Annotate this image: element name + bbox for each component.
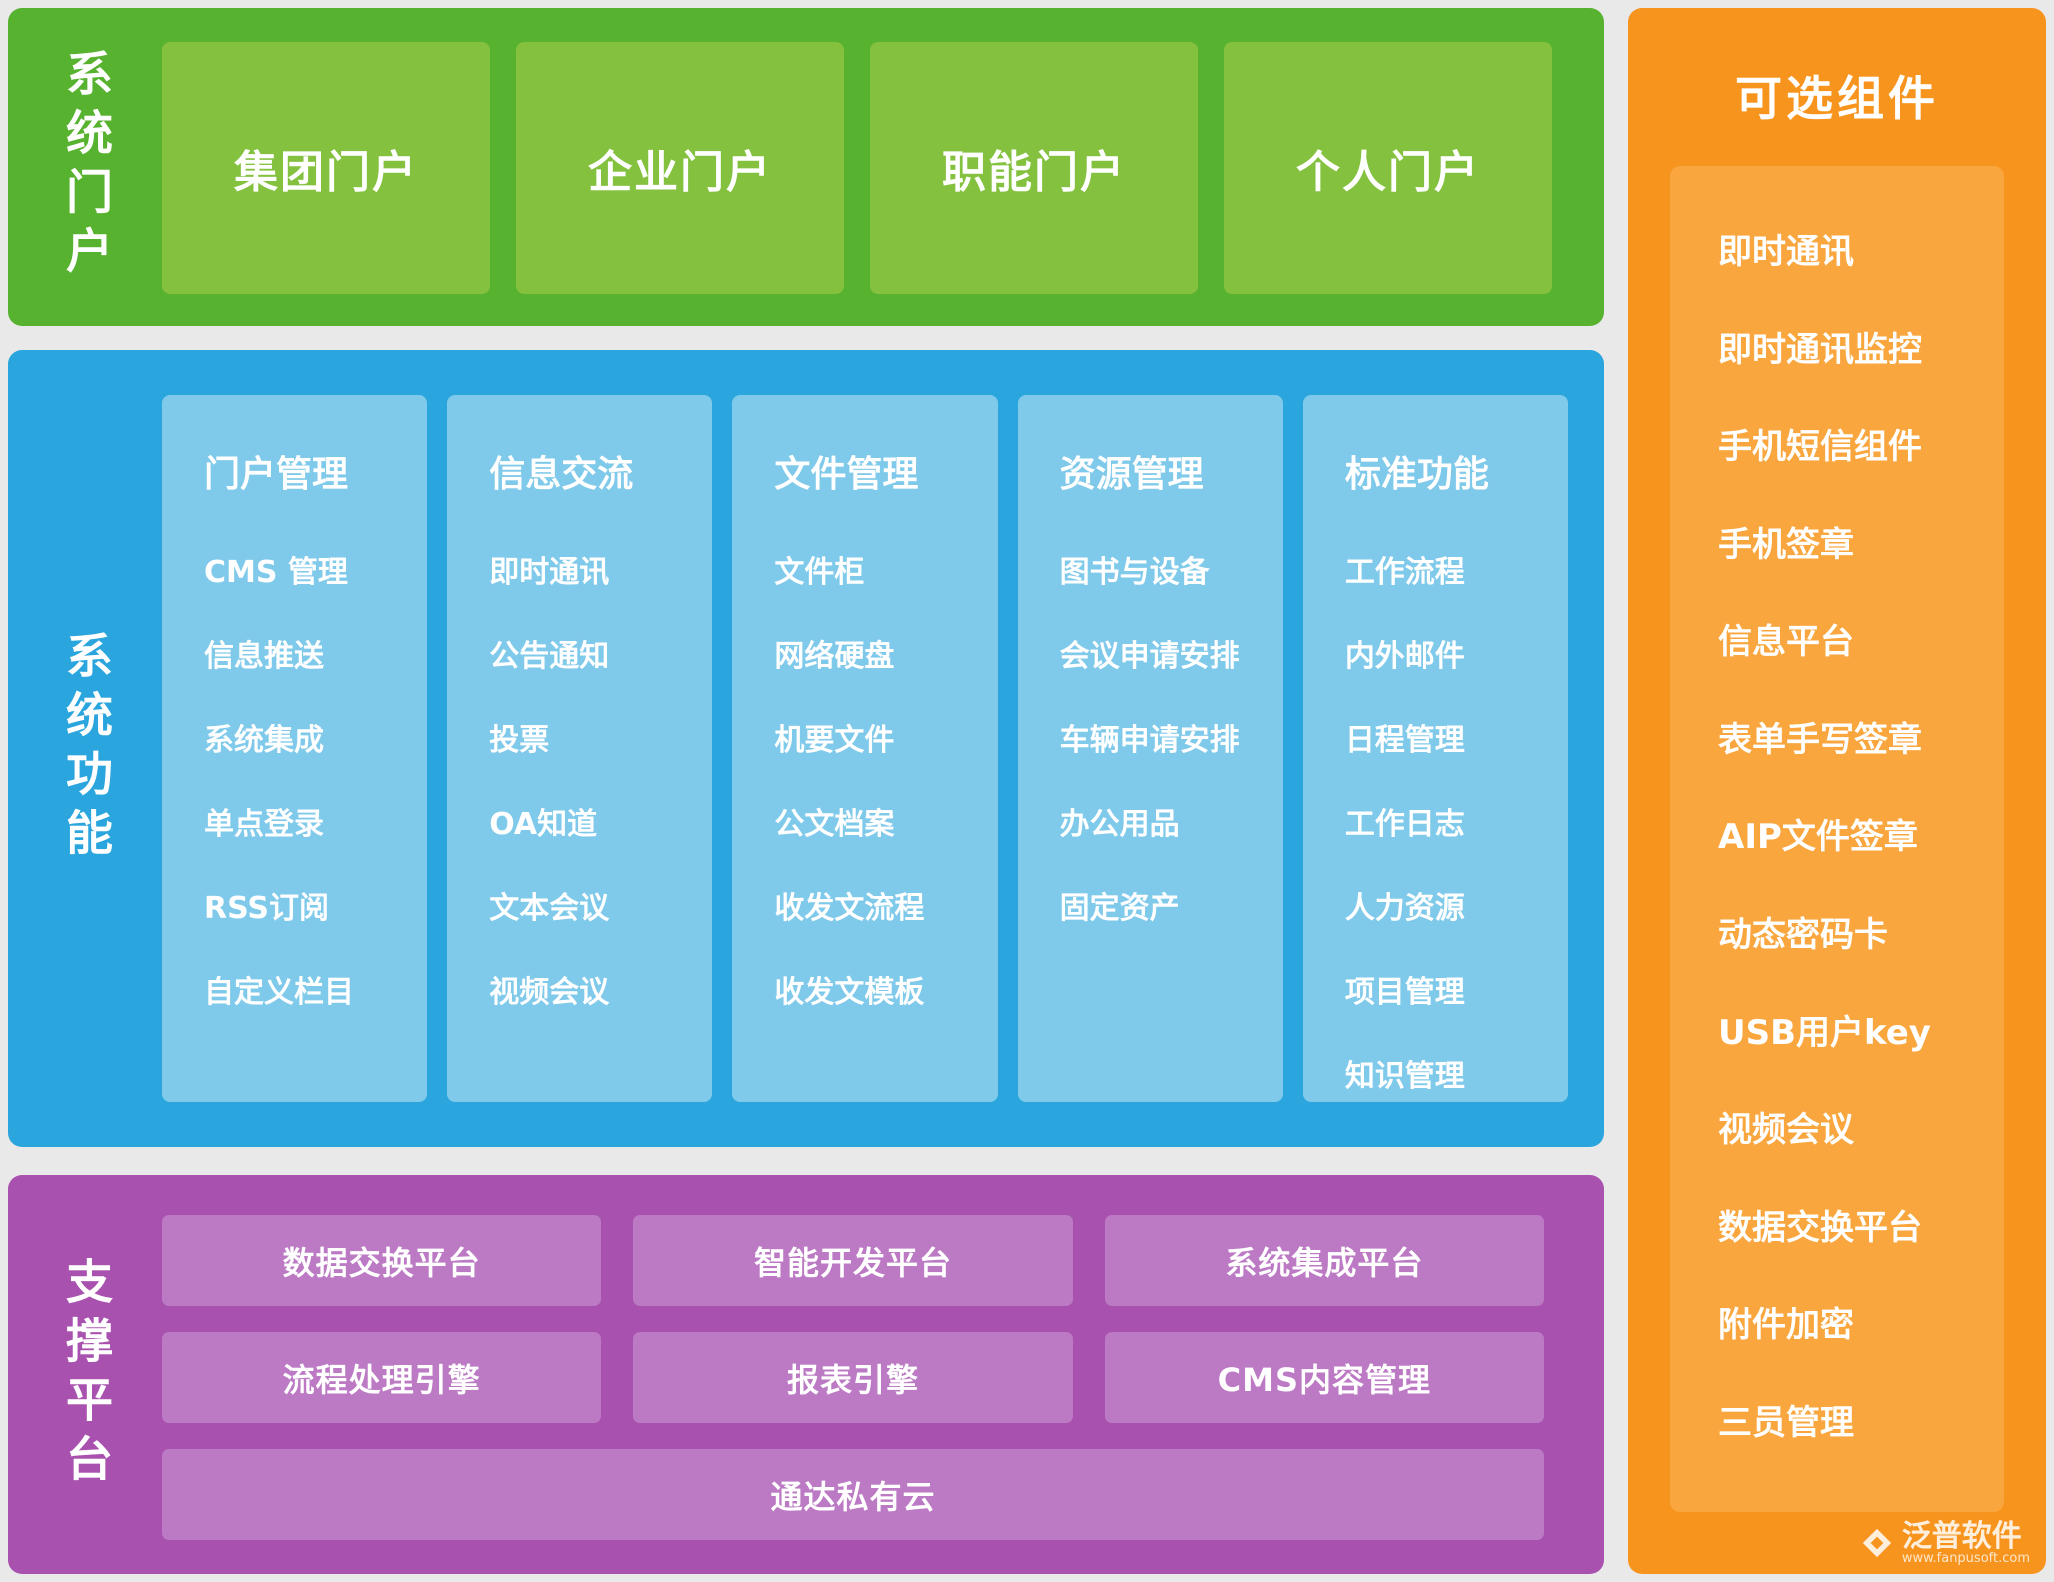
portal-item-enterprise: 企业门户 bbox=[516, 42, 844, 294]
function-item: 系统集成 bbox=[204, 723, 324, 758]
function-item: 图书与设备 bbox=[1059, 555, 1210, 590]
function-column-standard: 标准功能 工作流程 内外邮件 日程管理 工作日志 人力资源 项目管理 知识管理 bbox=[1302, 395, 1569, 1102]
platform-item-dev-platform: 智能开发平台 bbox=[633, 1215, 1073, 1306]
function-item: 公告通知 bbox=[489, 639, 610, 674]
platform-row: 流程处理引擎 报表引擎 CMS内容管理 bbox=[162, 1332, 1544, 1423]
portal-item-personal: 个人门户 bbox=[1224, 42, 1552, 294]
function-item: 投票 bbox=[489, 723, 550, 758]
function-column-resource-mgmt: 资源管理 图书与设备 会议申请安排 车辆申请安排 办公用品 固定资产 bbox=[1017, 395, 1283, 1102]
portal-item-group: 集团门户 bbox=[162, 42, 490, 294]
function-item: 信息推送 bbox=[204, 639, 324, 674]
watermark-url: www.fanpusoft.com bbox=[1901, 1551, 2030, 1567]
function-item: 网络硬盘 bbox=[774, 639, 895, 674]
platform-item-cms: CMS内容管理 bbox=[1104, 1332, 1544, 1423]
function-column-communication: 信息交流 即时通讯 公告通知 投票 OA知道 文本会议 视频会议 bbox=[447, 395, 713, 1102]
function-item-list: 图书与设备 会议申请安排 车辆申请安排 办公用品 固定资产 bbox=[1060, 547, 1271, 927]
portal-section: 系统门户 集团门户 企业门户 职能门户 个人门户 bbox=[8, 8, 1604, 326]
component-item: 附件加密 bbox=[1718, 1305, 1854, 1346]
component-item: 手机短信组件 bbox=[1718, 427, 1922, 468]
function-item-list: CMS 管理 信息推送 系统集成 单点登录 RSS订阅 自定义栏目 bbox=[204, 547, 415, 1011]
component-item: 手机签章 bbox=[1718, 524, 1854, 565]
platform-row: 通达私有云 bbox=[162, 1449, 1544, 1540]
fanpu-logo-icon bbox=[1860, 1526, 1894, 1560]
function-item: RSS订阅 bbox=[204, 891, 329, 926]
watermark: 泛普软件 www.fanpusoft.com bbox=[1860, 1521, 2030, 1566]
component-item: 即时通讯监控 bbox=[1718, 329, 1922, 370]
function-item: 车辆申请安排 bbox=[1059, 723, 1240, 758]
function-item: 机要文件 bbox=[774, 723, 895, 758]
platform-item-integration: 系统集成平台 bbox=[1104, 1215, 1544, 1306]
function-item-list: 工作流程 内外邮件 日程管理 工作日志 人力资源 项目管理 知识管理 bbox=[1345, 547, 1556, 1095]
function-item: 即时通讯 bbox=[489, 555, 610, 590]
portal-box-group: 集团门户 企业门户 职能门户 个人门户 bbox=[162, 42, 1552, 294]
function-item: CMS 管理 bbox=[204, 555, 348, 590]
function-item: 视频会议 bbox=[489, 975, 610, 1010]
function-column-header: 资源管理 bbox=[1059, 454, 1204, 495]
component-item: 三员管理 bbox=[1718, 1402, 1854, 1443]
component-item: 表单手写签章 bbox=[1718, 719, 1922, 760]
platform-rows: 数据交换平台 智能开发平台 系统集成平台 流程处理引擎 报表引擎 CMS内容管理… bbox=[162, 1215, 1544, 1540]
function-column-header: 标准功能 bbox=[1344, 454, 1489, 495]
optional-components-title: 可选组件 bbox=[1735, 72, 1939, 127]
function-item: OA知道 bbox=[489, 807, 598, 842]
function-column-header: 文件管理 bbox=[774, 454, 919, 495]
component-item: 数据交换平台 bbox=[1718, 1207, 1922, 1248]
component-item: 信息平台 bbox=[1718, 622, 1854, 663]
function-column-header: 信息交流 bbox=[489, 454, 634, 495]
function-item: 人力资源 bbox=[1344, 891, 1465, 926]
function-item: 内外邮件 bbox=[1344, 639, 1465, 674]
optional-components-section: 可选组件 即时通讯 即时通讯监控 手机短信组件 手机签章 信息平台 表单手写签章… bbox=[1628, 8, 2046, 1574]
function-item: 公文档案 bbox=[774, 807, 895, 842]
function-column-header: 门户管理 bbox=[204, 454, 349, 495]
platform-item-workflow-engine: 流程处理引擎 bbox=[162, 1332, 602, 1423]
platform-item-data-exchange: 数据交换平台 bbox=[162, 1215, 602, 1306]
portal-item-functional: 职能门户 bbox=[870, 42, 1198, 294]
platform-item-private-cloud: 通达私有云 bbox=[162, 1449, 1544, 1540]
function-item-list: 即时通讯 公告通知 投票 OA知道 文本会议 视频会议 bbox=[489, 547, 700, 1011]
function-column-file-mgmt: 文件管理 文件柜 网络硬盘 机要文件 公文档案 收发文流程 收发文模板 bbox=[732, 395, 998, 1102]
function-item: 工作日志 bbox=[1344, 807, 1465, 842]
optional-components-panel: 即时通讯 即时通讯监控 手机短信组件 手机签章 信息平台 表单手写签章 AIP文… bbox=[1670, 166, 2004, 1512]
function-item: 自定义栏目 bbox=[204, 975, 354, 1010]
component-item: USB用户key bbox=[1718, 1012, 1931, 1053]
function-item: 项目管理 bbox=[1344, 975, 1465, 1010]
functions-section-title: 系统功能 bbox=[57, 630, 112, 867]
portal-section-title: 系统门户 bbox=[57, 49, 112, 285]
function-item: 固定资产 bbox=[1059, 891, 1180, 926]
function-item: 单点登录 bbox=[204, 807, 324, 842]
platform-row: 数据交换平台 智能开发平台 系统集成平台 bbox=[162, 1215, 1544, 1306]
platform-section: 支撑平台 数据交换平台 智能开发平台 系统集成平台 流程处理引擎 报表引擎 CM… bbox=[8, 1175, 1604, 1574]
function-item: 文本会议 bbox=[489, 891, 610, 926]
platform-section-title: 支撑平台 bbox=[57, 1256, 112, 1493]
function-item: 知识管理 bbox=[1344, 1059, 1465, 1094]
component-item: AIP文件签章 bbox=[1718, 817, 1918, 858]
function-column-portal-mgmt: 门户管理 CMS 管理 信息推送 系统集成 单点登录 RSS订阅 自定义栏目 bbox=[162, 395, 428, 1102]
function-item: 办公用品 bbox=[1059, 807, 1180, 842]
component-item: 视频会议 bbox=[1718, 1110, 1854, 1151]
function-item-list: 文件柜 网络硬盘 机要文件 公文档案 收发文流程 收发文模板 bbox=[774, 547, 985, 1011]
component-item: 即时通讯 bbox=[1718, 232, 1854, 272]
function-item: 工作流程 bbox=[1344, 555, 1465, 590]
function-item: 收发文模板 bbox=[774, 975, 925, 1010]
function-columns: 门户管理 CMS 管理 信息推送 系统集成 单点登录 RSS订阅 自定义栏目 信… bbox=[162, 395, 1569, 1102]
function-item: 日程管理 bbox=[1344, 723, 1465, 758]
function-item: 收发文流程 bbox=[774, 891, 925, 926]
function-item: 会议申请安排 bbox=[1059, 639, 1240, 674]
functions-section: 系统功能 门户管理 CMS 管理 信息推送 系统集成 单点登录 RSS订阅 自定… bbox=[8, 350, 1604, 1147]
component-item: 动态密码卡 bbox=[1718, 915, 1888, 956]
function-item: 文件柜 bbox=[774, 555, 865, 590]
watermark-text: 泛普软件 www.fanpusoft.com bbox=[1902, 1521, 2030, 1566]
platform-item-report-engine: 报表引擎 bbox=[633, 1332, 1073, 1423]
watermark-brand: 泛普软件 bbox=[1901, 1518, 2022, 1554]
